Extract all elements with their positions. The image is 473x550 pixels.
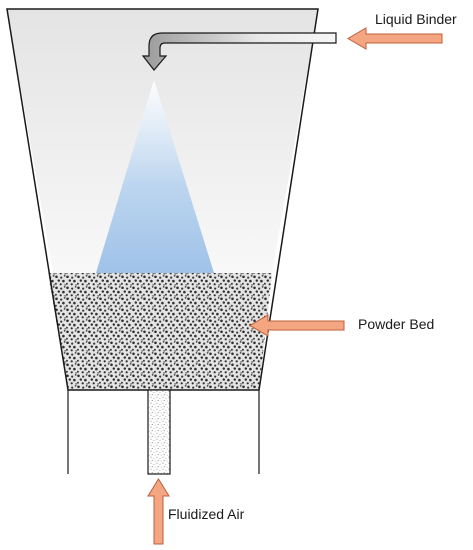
fluidized-air-label: Fluidized Air bbox=[168, 506, 245, 522]
nozzle-pipe bbox=[141, 32, 337, 71]
liquid-binder-label: Liquid Binder bbox=[375, 11, 457, 27]
air-inlet-pipe bbox=[147, 389, 171, 475]
powder-bed bbox=[48, 273, 272, 390]
spray-cone bbox=[96, 80, 214, 273]
powder-bed-label: Powder Bed bbox=[358, 316, 435, 332]
liquid-binder-arrow bbox=[347, 27, 443, 50]
powder-bed-arrow bbox=[249, 314, 345, 337]
fluidized-air-arrow bbox=[147, 478, 170, 545]
